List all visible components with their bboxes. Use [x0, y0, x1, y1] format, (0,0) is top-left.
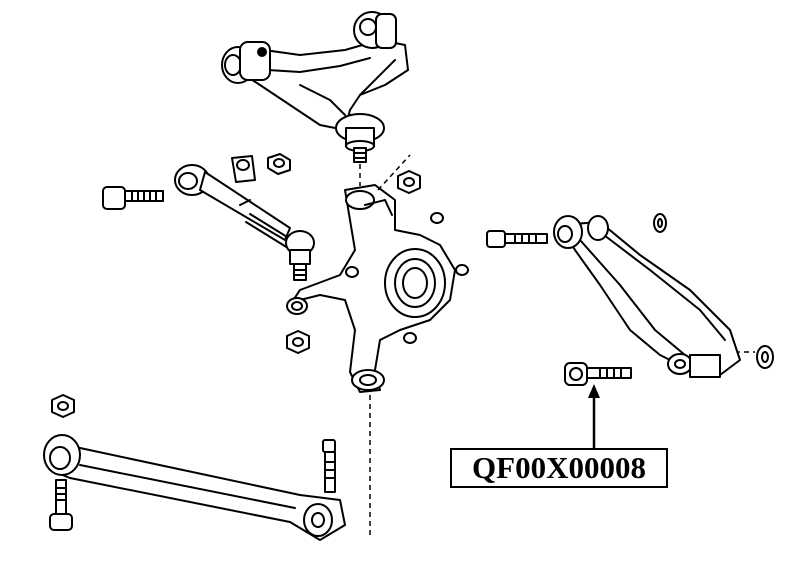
steering-knuckle: [286, 184, 469, 393]
hex-nut-bottom-left: [51, 394, 75, 418]
adjusting-bolt: [564, 362, 632, 386]
bolt-bottom-left: [49, 479, 73, 531]
hex-nut-knuckle-top: [397, 170, 421, 194]
bolt-bottom-middle: [322, 439, 336, 493]
hex-nut-mid: [286, 330, 310, 354]
washer-right-bottom: [756, 345, 774, 369]
washer-right-top: [653, 213, 667, 233]
part-number-label: QF00X00008: [450, 448, 668, 488]
toe-adjust-link: [102, 164, 315, 281]
hex-nut-top: [267, 153, 291, 175]
upper-control-arm: [221, 11, 409, 163]
assembly-guide-line: [377, 154, 411, 191]
lower-control-arm: [486, 215, 741, 378]
callout-leader-arrow: [588, 384, 600, 448]
stabilizer-bushing: [231, 155, 256, 183]
trailing-arm: [43, 434, 346, 541]
